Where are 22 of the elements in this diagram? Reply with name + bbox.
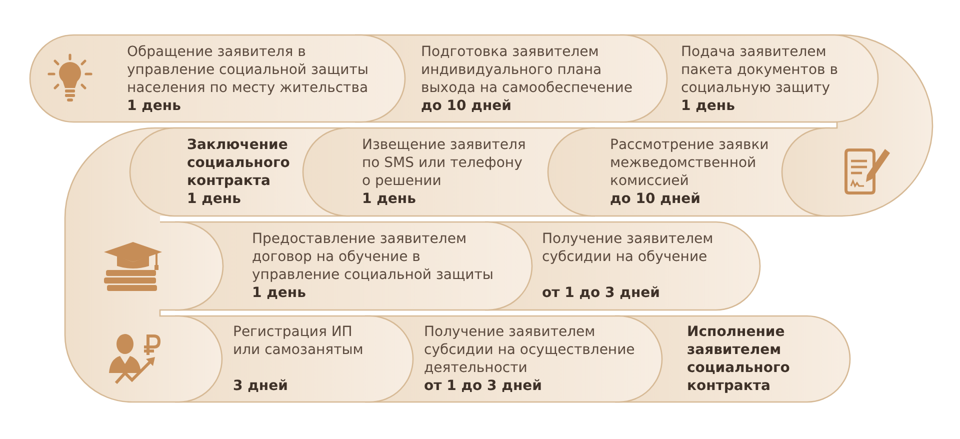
- step-duration: от 1 до 3 дней: [424, 377, 543, 395]
- step-duration: 3 дней: [233, 377, 289, 395]
- step-text: Предоставление заявителем договор на обучение в управление социальной защиты: [252, 230, 494, 284]
- step-text: Регистрация ИП или самозанятым: [233, 323, 364, 359]
- step-duration: от 1 до 3 дней: [542, 284, 661, 302]
- step-duration: 1 день: [681, 96, 736, 114]
- step-text: Подача заявителем пакета документов в социальную защиту: [681, 42, 839, 96]
- step-text: Получение заявителем субсидии на осуществление деятельности: [424, 323, 636, 377]
- step-duration: 1 день: [362, 190, 417, 208]
- step-text: Заключение социального контракта: [187, 136, 291, 190]
- step-duration: до 10 дней: [610, 190, 702, 208]
- step-duration: до 10 дней: [421, 96, 512, 114]
- step-text: Обращение заявителя в управление социальной защиты населения по месту жительства: [127, 42, 370, 96]
- step-text: Извещение заявителя по SMS или телефону о решении: [362, 136, 526, 190]
- step-text: Исполнение заявителем социального контракта: [687, 323, 791, 395]
- step-text: Получение заявителем субсидии на обучение: [542, 230, 714, 266]
- step-text: Рассмотрение заявки межведомственной комиссией: [610, 136, 770, 190]
- step-duration: 1 день: [252, 284, 307, 302]
- step-duration: 1 день: [187, 190, 242, 208]
- step-duration: 1 день: [127, 96, 182, 114]
- process-step: [30, 35, 405, 122]
- step-text: Подготовка заявителем индивидуального плана выхода на самообеспечение: [421, 42, 634, 96]
